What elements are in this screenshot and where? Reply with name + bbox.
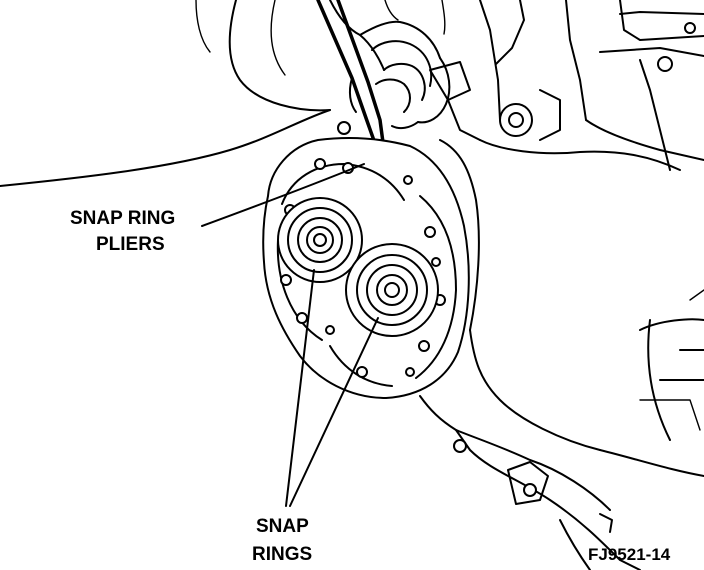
rings-label-line-2: RINGS bbox=[252, 544, 312, 565]
engine-block bbox=[429, 0, 704, 477]
hand bbox=[329, 0, 451, 130]
rings-label-line-1: SNAP bbox=[256, 516, 309, 537]
figure-id: FJ9521-14 bbox=[588, 545, 671, 564]
pliers-label-line-1: SNAP RING bbox=[70, 208, 175, 229]
pliers-label-line-2: PLIERS bbox=[96, 234, 165, 255]
lower-bracket bbox=[419, 395, 641, 570]
arm-sleeve bbox=[0, 0, 331, 187]
pump-housing bbox=[262, 137, 470, 399]
ring-leader-line-left bbox=[285, 269, 315, 507]
pliers-leader-line bbox=[201, 163, 365, 227]
ring-leader-line-right bbox=[289, 317, 379, 507]
